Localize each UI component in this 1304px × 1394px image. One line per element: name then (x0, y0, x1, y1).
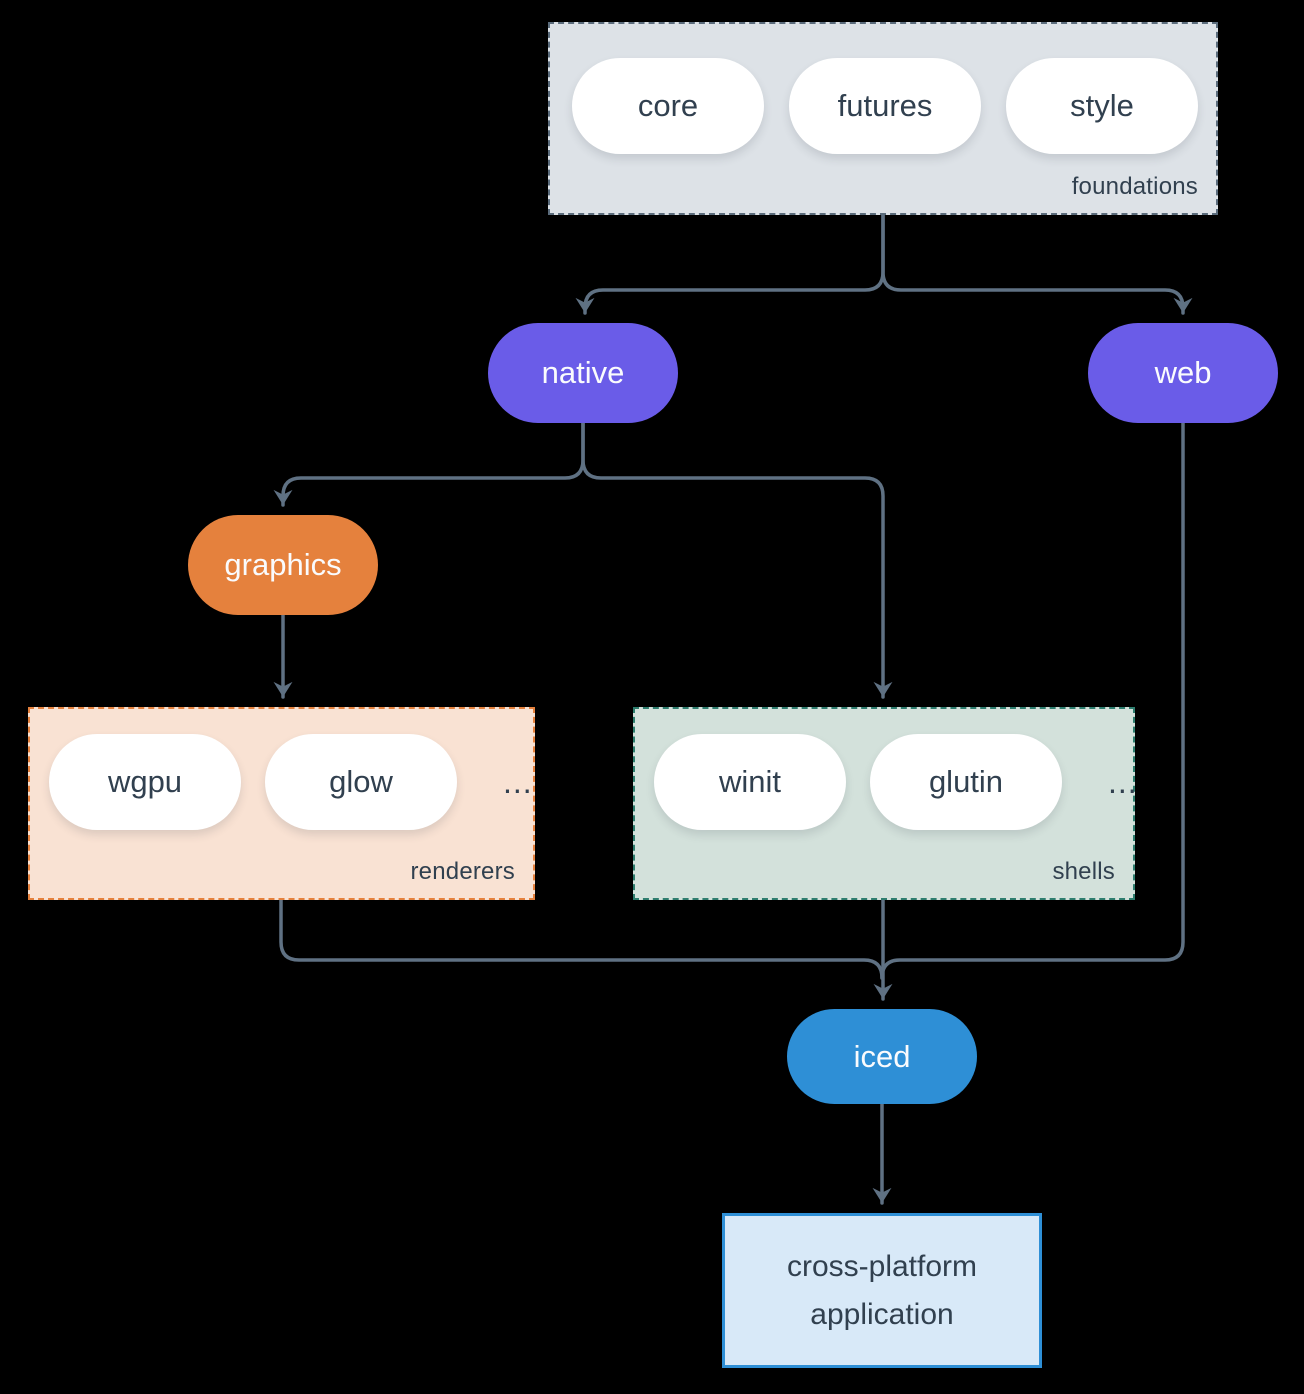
shells-pill-row: winit glutin ... (635, 709, 1137, 830)
renderers-label: renderers (410, 858, 515, 885)
edge-native-shells (581, 421, 893, 699)
foundations-label: foundations (1071, 173, 1198, 200)
node-style: style (1006, 58, 1198, 154)
edge-renderers-merge (279, 898, 884, 980)
node-glow: glow (265, 734, 457, 830)
edge-native-graphics (273, 421, 585, 507)
foundations-pill-row: core futures style (550, 24, 1216, 154)
node-native: native (488, 323, 678, 423)
node-winit: winit (654, 734, 846, 830)
node-cross-platform-application: cross-platform application (722, 1213, 1042, 1368)
edge-foundations-web (881, 213, 1193, 315)
renderers-pill-row: wgpu glow ... (30, 709, 533, 830)
shells-ellipsis: ... (1108, 763, 1138, 800)
edge-foundations-native (575, 213, 885, 315)
group-foundations: core futures style foundations (548, 22, 1218, 215)
node-graphics: graphics (188, 515, 378, 615)
renderers-ellipsis: ... (503, 763, 533, 800)
node-wgpu: wgpu (49, 734, 241, 830)
node-futures: futures (789, 58, 981, 154)
node-glutin: glutin (870, 734, 1062, 830)
group-shells: winit glutin ... shells (633, 707, 1137, 900)
group-renderers: wgpu glow ... renderers (28, 707, 535, 900)
shells-label: shells (1052, 858, 1115, 885)
node-iced: iced (787, 1009, 977, 1104)
node-web: web (1088, 323, 1278, 423)
node-core: core (572, 58, 764, 154)
